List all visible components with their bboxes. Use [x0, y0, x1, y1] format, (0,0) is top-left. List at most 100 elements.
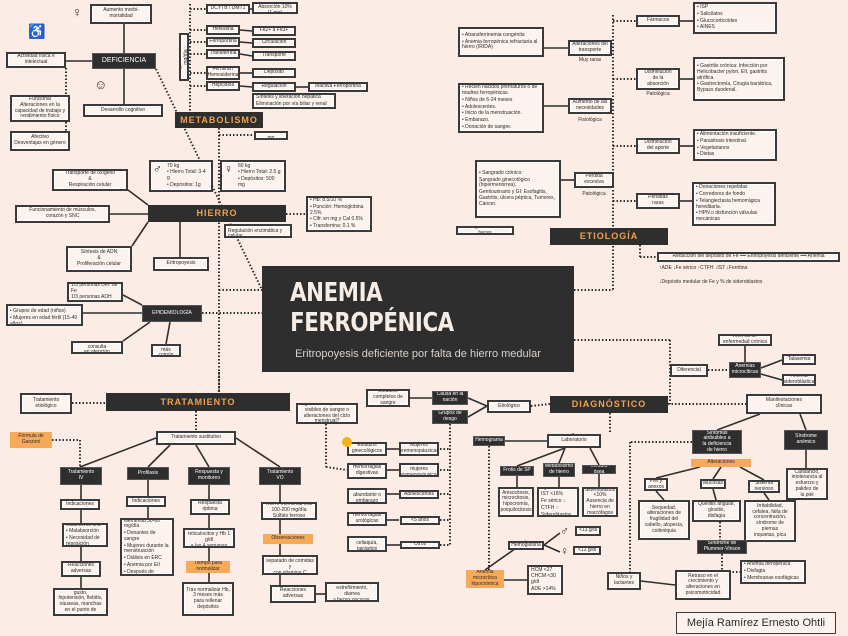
node-text: <10%	[593, 492, 607, 499]
node-text: sideroblástica	[783, 379, 815, 385]
node-metabolismo[interactable]: METABOLISMO	[175, 112, 263, 128]
node-text: parásitos	[356, 545, 378, 552]
node-transferrina-r: Transporte	[252, 51, 296, 61]
node-text: Trombocitosis	[531, 593, 561, 594]
node-text: Anemias	[735, 363, 755, 370]
node-text: ginecológicos	[351, 448, 383, 454]
node-text: a las 4 semanas	[190, 542, 228, 548]
arrow-connector	[239, 41, 253, 44]
arrow-connector	[543, 532, 561, 546]
node-lista-necesidades: • Recién nacidos prematuros o de madres …	[458, 83, 544, 133]
node-text: • Corredores de fondo	[696, 191, 746, 197]
node-lista-sangrado: • Sangrado crónico:Sangrado ginecológico…	[475, 160, 561, 218]
baby-face-icon: ☺	[94, 77, 108, 92]
node-text: METABOLISMO	[180, 114, 258, 125]
node-text: Sangre oculta en heces	[466, 226, 504, 235]
node-text: disfagia	[707, 512, 726, 519]
node-text: • AINES	[697, 24, 715, 31]
node-text: Alteraciones del	[572, 41, 608, 48]
node-text: VO	[276, 475, 284, 481]
node-text: microcítica	[473, 575, 497, 582]
node-mujer: 60 kg• Hierro Total: 2.5 g• Depósitos: 5…	[220, 160, 286, 192]
node-transporte-o2: Transporte de oxígeno&Respiración celula…	[52, 169, 128, 191]
node-adolescentes: Adolescentes	[399, 490, 439, 499]
node-iv-indic-box: • Fallo del tratamiento oral• Malabsorci…	[62, 523, 108, 547]
node-etiologia[interactable]: ETIOLOGÍA	[550, 228, 668, 245]
arrow-connector	[122, 321, 151, 342]
node-text: del aporte	[646, 145, 670, 151]
node-inactiva: Inactiva Ferroportina	[308, 82, 368, 92]
node-text: celiaquía,	[356, 540, 378, 547]
node-trat-sustitutivo: Tratamiento sustitutivo	[156, 431, 236, 445]
node-text: IST <16%	[541, 491, 564, 498]
node-funcionamiento: Funcionamiento de músculos,corazón y SNC	[15, 205, 110, 223]
node-text: • Punción: Hemoglobina 2.5%	[310, 203, 364, 216]
node-text: Fe2+ a Fe3+	[259, 27, 289, 34]
node-text: Respuesta	[198, 500, 222, 507]
node-text: esfuerzo y	[795, 480, 819, 487]
wheelchair-icon: ♿	[28, 23, 46, 39]
arrow-connector	[467, 397, 488, 407]
node-text: absorción	[647, 80, 669, 87]
node-patologica: Patológica	[574, 191, 614, 199]
node-text: • Hierro Total: 2.5 g	[238, 169, 281, 176]
node-dcytb-r: Fe3+ a Fe2+Absorción 10% (1 mg)	[252, 2, 298, 14]
node-text: Tras normalizar Hb,	[186, 586, 230, 593]
node-text: Pérdida	[585, 173, 603, 180]
node-text: clínicas	[775, 403, 793, 409]
node-text: • Depósitos: 500 mg	[238, 176, 275, 188]
node-tratamiento[interactable]: TRATAMIENTO	[106, 393, 290, 411]
node-patologica2: Patológica	[636, 91, 680, 98]
node-epidemiologia[interactable]: EPIDEMIOLOGÍA	[142, 305, 202, 322]
node-text: coiloniquia	[652, 527, 676, 534]
female-figure-icon: ♀	[72, 4, 83, 20]
node-text: Hemorragias	[352, 464, 382, 471]
node-farmacos: Fármacos	[636, 15, 680, 27]
node-frotis: Frotis de SP	[500, 466, 534, 476]
node-hierro[interactable]: HIERRO	[148, 205, 286, 222]
node-text: digestivas	[355, 470, 379, 476]
node-ferritina: Ferritina /Hemosiderina	[206, 66, 240, 80]
node-talasemia: Talasemia	[782, 354, 816, 365]
node-text: Alteraciones	[707, 459, 735, 466]
node-text: Tratamiento	[67, 469, 95, 476]
node-text: Fármacos	[646, 17, 670, 24]
arrow-connector	[655, 466, 701, 479]
node-text: en atención	[84, 349, 110, 354]
node-text: • Mujeres en edad fértil (15-49 años)	[10, 315, 78, 326]
node-diagnostico[interactable]: DIAGNÓSTICO	[550, 396, 668, 413]
node-text: Ingesta: 10-30 mg/día	[179, 41, 189, 73]
node-text: de la	[652, 75, 664, 82]
node-text: <5 años	[411, 516, 429, 523]
node-text: ADE >14%	[531, 585, 556, 592]
node-text: Ausencia de	[586, 498, 614, 505]
arrow-connector	[235, 437, 281, 468]
arrow-connector	[239, 29, 253, 32]
node-text: • Dietas	[697, 151, 715, 158]
node-text: Piel y	[649, 478, 663, 484]
node-text: palidez de	[795, 485, 819, 492]
node-text: la deficiencia	[702, 441, 732, 447]
node-text: intolerancia al	[791, 474, 823, 481]
node-sangre-oculta: Sangre oculta en heces	[456, 226, 514, 235]
node-text: • Después de cirugía gástrica	[124, 568, 154, 575]
node-mucosas-box: Queilitis angular, glositis,disfagia	[692, 500, 741, 522]
node-text: Manifestaciones	[765, 397, 803, 404]
node-deficiencia[interactable]: DEFICIENCIA	[92, 53, 156, 69]
arrow-connector	[122, 294, 143, 306]
node-text: Grupos de	[438, 410, 462, 417]
node-text: de hierro	[707, 446, 727, 453]
node-fisiologica: Fisiológica	[568, 117, 612, 125]
